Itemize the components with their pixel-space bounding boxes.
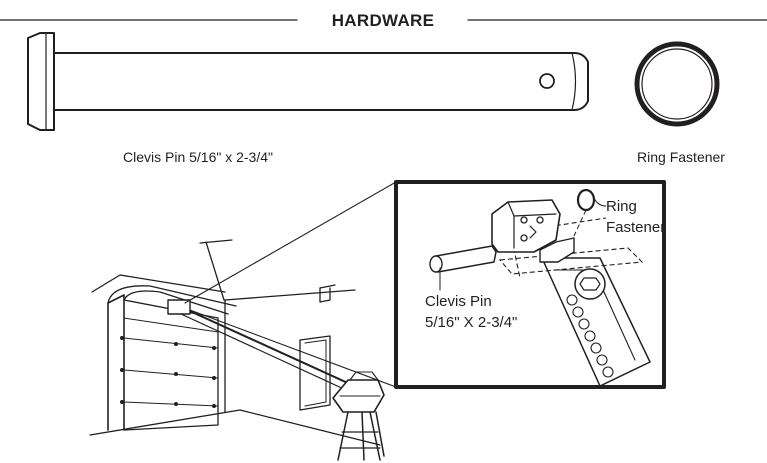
ring-callout-line2: Fastener xyxy=(606,219,665,236)
clevis-pin-icon xyxy=(27,32,589,131)
zoom-leaders xyxy=(184,181,397,388)
garage-scene xyxy=(89,239,385,461)
ring-fastener-icon xyxy=(634,41,720,127)
header-title: HARDWARE xyxy=(332,11,435,30)
pin-callout-line2: 5/16" X 2-3/4" xyxy=(425,314,517,331)
ring-fastener-caption: Ring Fastener xyxy=(637,149,725,165)
pin-callout-line1: Clevis Pin xyxy=(425,293,492,310)
ring-callout-line1: Ring xyxy=(606,198,637,215)
clevis-pin-caption: Clevis Pin 5/16" x 2-3/4" xyxy=(123,149,273,165)
detail-inset xyxy=(394,180,666,389)
garage-door xyxy=(107,294,125,431)
